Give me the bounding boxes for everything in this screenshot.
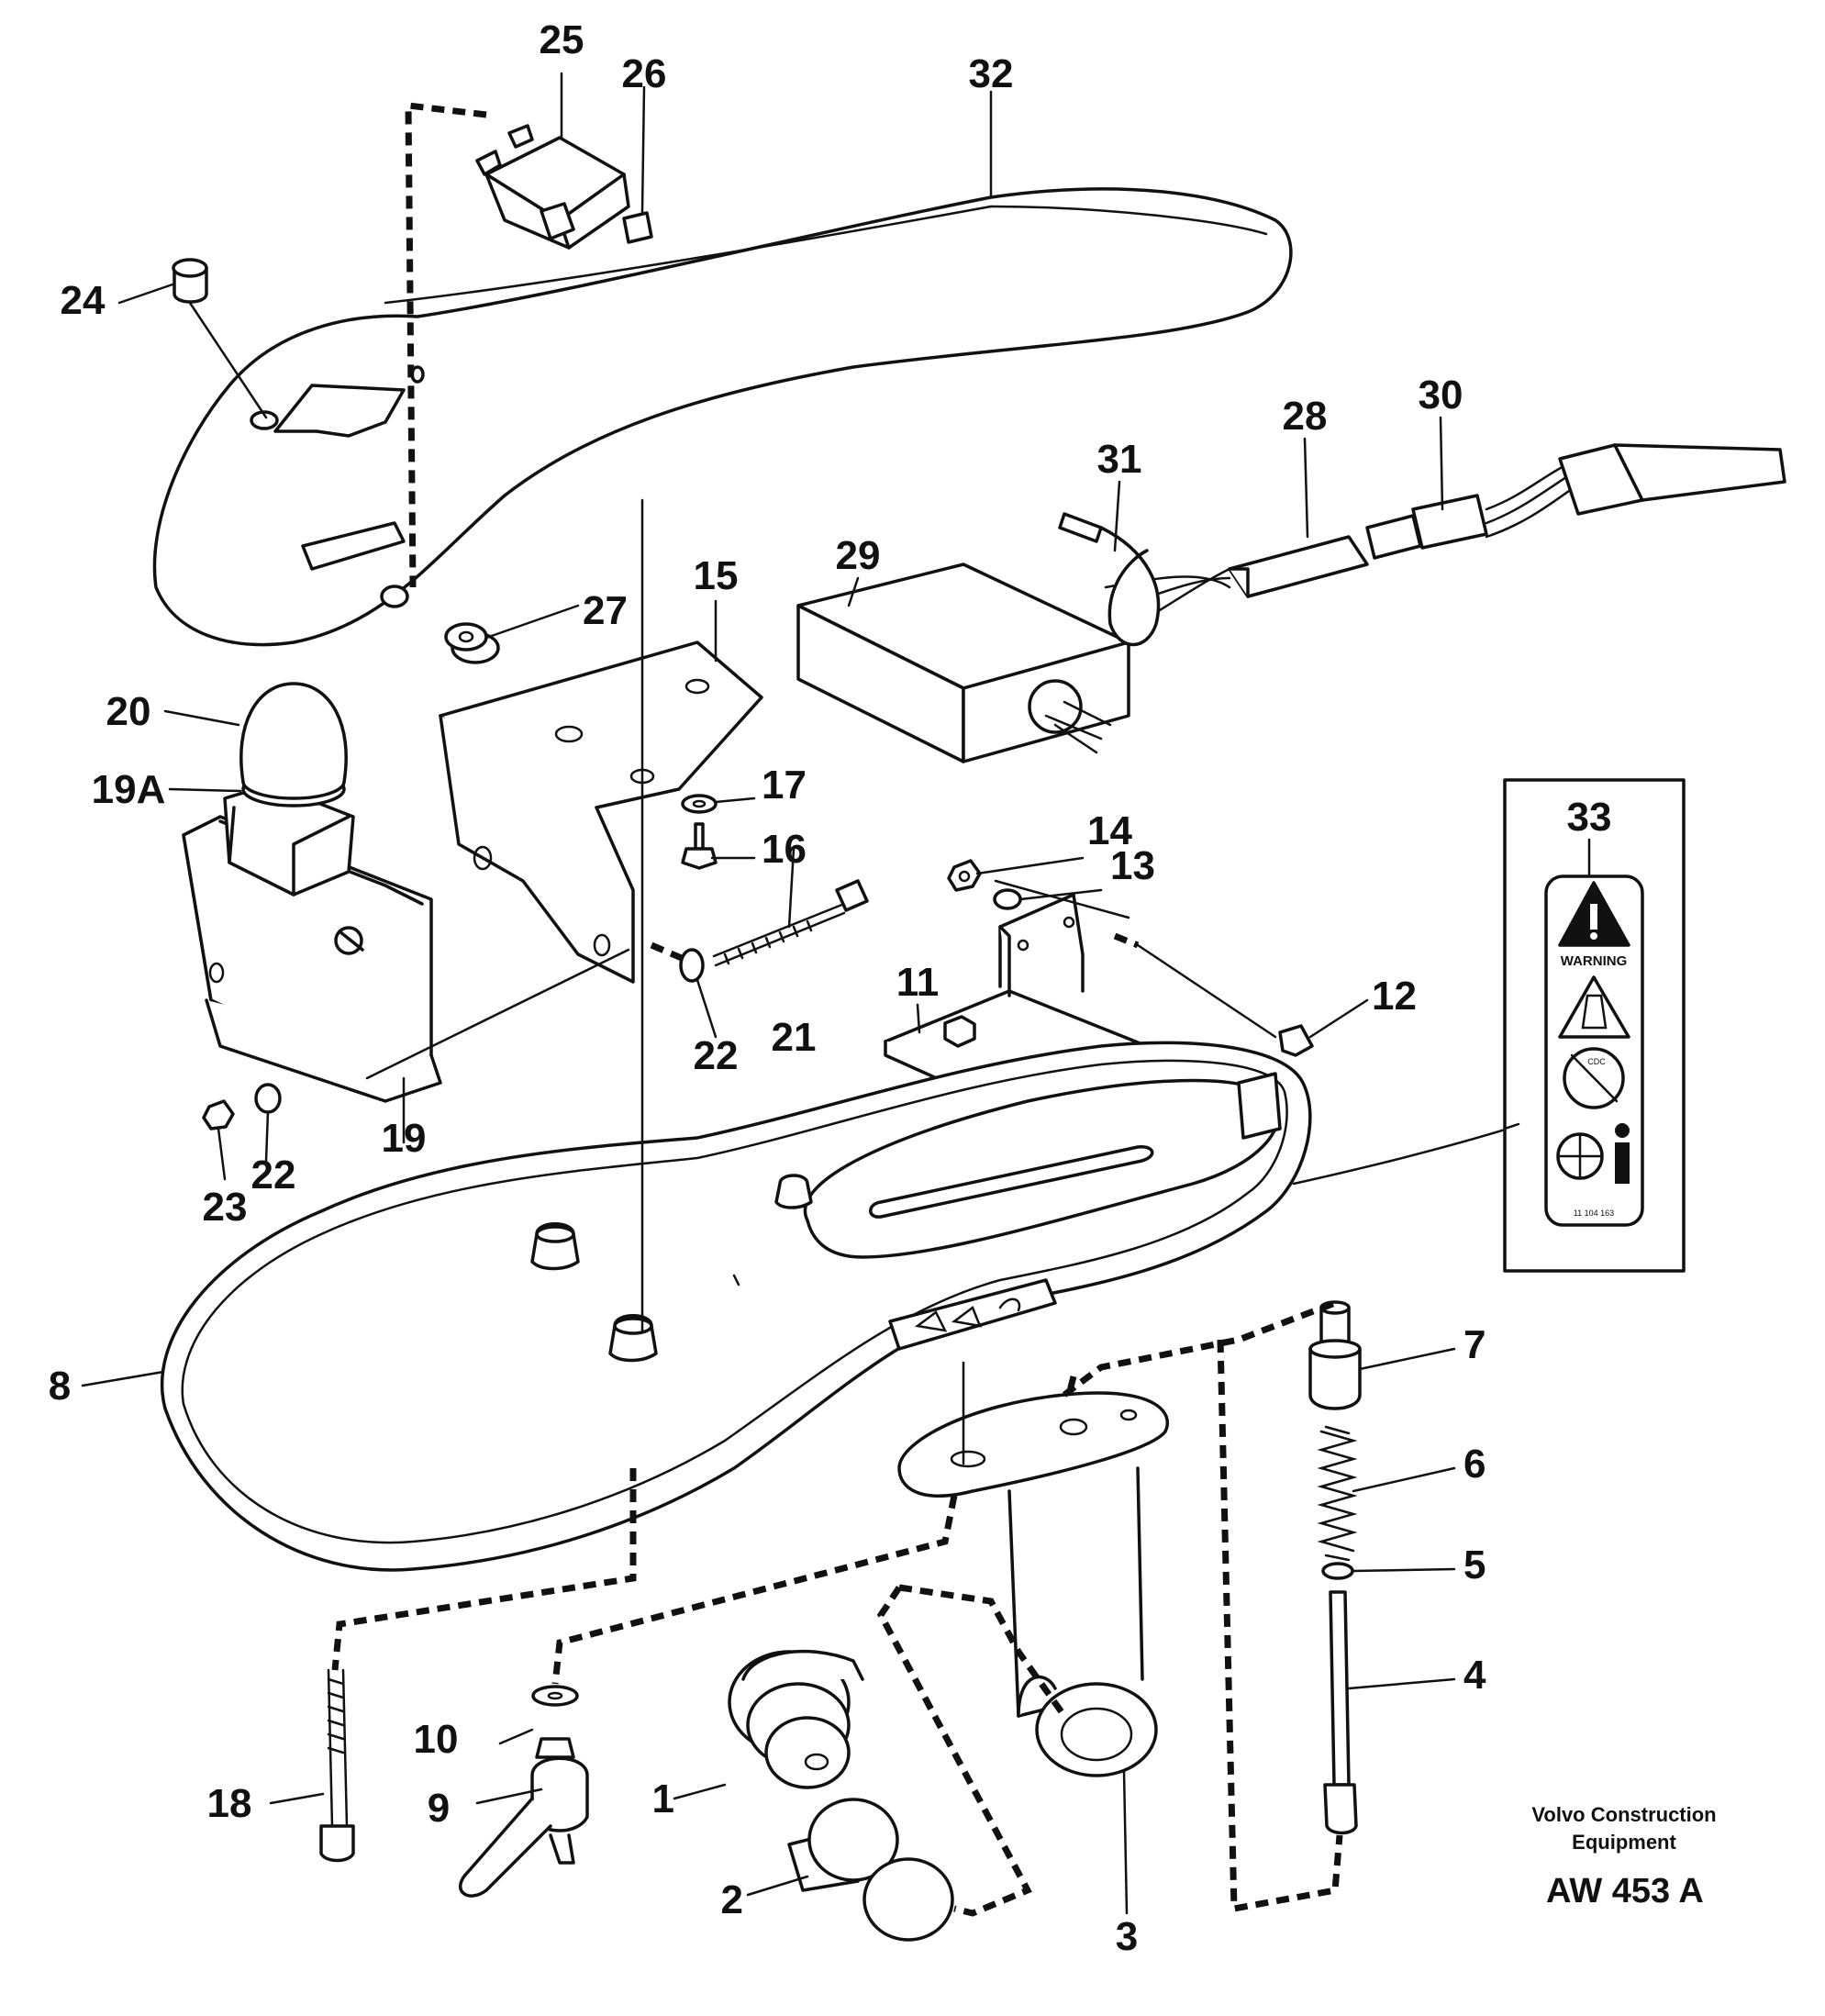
connector-part-28 [1228, 535, 1369, 598]
joystick-assembly-part-19 [182, 682, 442, 1103]
lever-part-9 [459, 1737, 589, 1898]
symbol-plate-part-26 [622, 211, 653, 244]
callout-4: 4 [1463, 1653, 1486, 1698]
assembly-lines [188, 102, 1520, 1917]
callout-9: 9 [428, 1786, 450, 1831]
screw-part-12 [1136, 943, 1314, 1057]
o-ring-part-2 [787, 1798, 954, 1942]
screw-part-16 [681, 822, 718, 870]
drawing-code: AW 453 A [1546, 1872, 1704, 1910]
rod-part-4 [1323, 1590, 1358, 1835]
callout-labels: 25 26 32 24 27 20 19A 15 17 16 21 22 19 … [49, 17, 1612, 1959]
bracket-part-15 [439, 640, 763, 984]
decal-part-number: 11 104 163 [1574, 1208, 1614, 1218]
washer-part-17 [681, 794, 718, 814]
callout-6: 6 [1463, 1442, 1486, 1487]
callout-23: 23 [203, 1185, 248, 1230]
callout-15: 15 [694, 553, 739, 598]
column-part-3 [897, 1391, 1170, 1777]
callout-12: 12 [1372, 974, 1417, 1019]
nut-part-23 [202, 1099, 235, 1131]
callout-18: 18 [207, 1781, 252, 1826]
cap-part-24 [172, 258, 208, 304]
decal-panel-part-33: WARNING CDC 11 104 163 [1503, 778, 1686, 1273]
washer-part-22b [254, 1083, 282, 1114]
callout-22b: 22 [251, 1153, 296, 1197]
callout-19a: 19A [92, 767, 166, 812]
leader-lines [81, 72, 1591, 1915]
nut-part-14 [947, 859, 982, 892]
screw-part-21 [712, 879, 869, 967]
callout-8: 8 [49, 1364, 71, 1409]
callout-25: 25 [540, 17, 584, 62]
rocker-switch-part-25 [475, 124, 630, 250]
decal-cdc-text: CDC [1587, 1057, 1606, 1066]
washer-part-13 [993, 888, 1022, 910]
bolt-part-18 [319, 1668, 355, 1863]
callout-7: 7 [1463, 1322, 1486, 1367]
washer-part-5 [1321, 1562, 1354, 1580]
callout-24: 24 [61, 278, 106, 323]
callout-30: 30 [1419, 373, 1463, 418]
callout-11: 11 [896, 960, 940, 1005]
armrest-cushion-part-32 [152, 187, 1293, 647]
callout-29: 29 [836, 533, 881, 578]
grommet-part-27 [444, 622, 500, 664]
caption-line-1: Volvo Construction [1531, 1803, 1717, 1826]
callout-32: 32 [969, 51, 1014, 96]
callout-10: 10 [414, 1717, 459, 1762]
callout-19: 19 [382, 1116, 427, 1161]
washer-part-22a [679, 948, 705, 983]
callout-1: 1 [652, 1777, 674, 1821]
callout-5: 5 [1463, 1543, 1486, 1587]
callout-2: 2 [721, 1877, 743, 1922]
callout-20: 20 [106, 689, 151, 734]
armrest-base-part-8 [160, 1041, 1525, 1572]
callout-13: 13 [1110, 843, 1155, 888]
callout-28: 28 [1283, 394, 1328, 439]
callout-3: 3 [1116, 1914, 1138, 1959]
plug-harness-part-30 [1365, 443, 1786, 560]
caption-line-2: Equipment [1572, 1831, 1676, 1854]
cable-tie-part-31 [1058, 512, 1231, 647]
callout-33: 33 [1567, 795, 1612, 840]
control-box-part-29 [796, 562, 1130, 763]
callout-14: 14 [1087, 808, 1132, 853]
callout-17: 17 [762, 763, 807, 808]
knob-part-1 [728, 1649, 864, 1789]
sleeve-part-7 [1308, 1300, 1362, 1410]
spring-part-6 [1317, 1425, 1358, 1562]
callout-31: 31 [1097, 437, 1142, 482]
washer-part-10 [531, 1685, 579, 1707]
decal-warning-text: WARNING [1561, 953, 1628, 969]
callout-26: 26 [622, 51, 667, 96]
callout-21: 21 [772, 1015, 817, 1060]
callout-22a: 22 [694, 1033, 739, 1078]
callout-16: 16 [762, 827, 807, 872]
callout-27: 27 [583, 588, 628, 633]
